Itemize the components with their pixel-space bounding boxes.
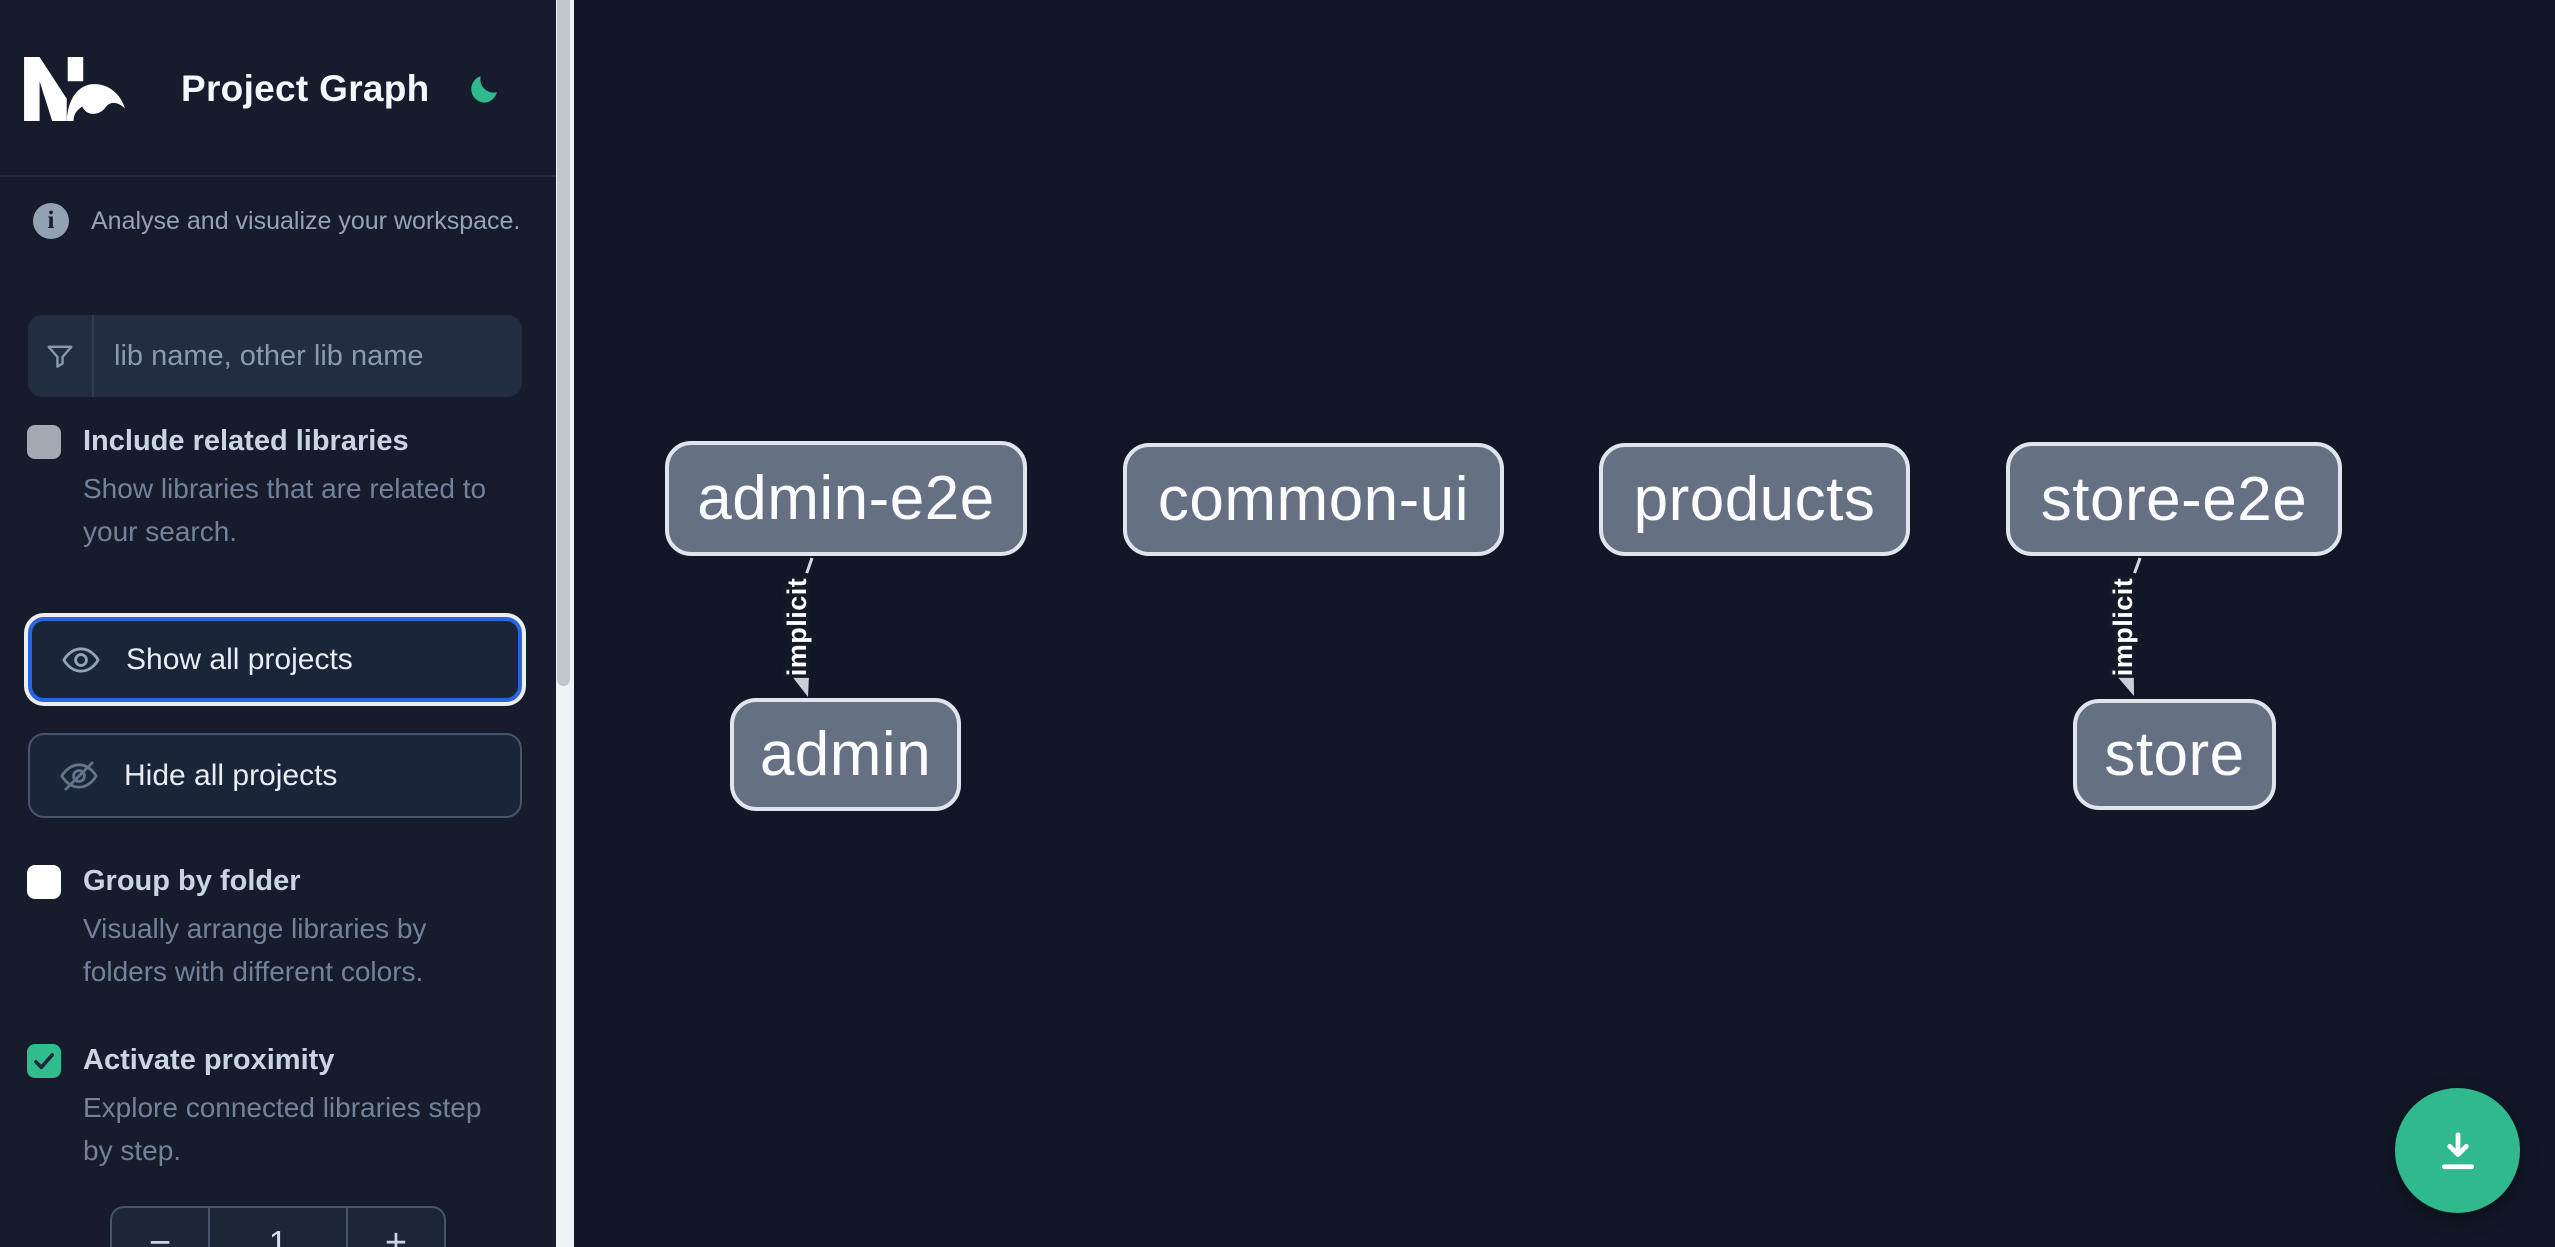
checkbox-group-by-folder[interactable]	[27, 865, 61, 899]
eye-off-icon	[58, 755, 100, 797]
edge-admin-e2e-to-admin[interactable]: implicit	[779, 557, 816, 697]
info-text: Analyse and visualize your workspace.	[91, 206, 521, 235]
moon-icon	[471, 75, 497, 103]
graph-node-admin[interactable]: admin	[730, 698, 961, 811]
proximity-increment-button[interactable]: +	[348, 1208, 444, 1247]
sidebar: Project Graph i Analyse and visualize yo…	[0, 0, 574, 1247]
show-all-projects-label: Show all projects	[126, 642, 353, 676]
search-input[interactable]	[94, 315, 522, 397]
info-icon: i	[33, 203, 69, 239]
proximity-value: 1	[208, 1208, 348, 1247]
hide-all-projects-label: Hide all projects	[124, 758, 338, 792]
toggle-label: Include related libraries	[83, 425, 409, 457]
download-icon	[2441, 1131, 2474, 1169]
toggle-description: Show libraries that are related to your …	[83, 473, 487, 547]
sidebar-header: Project Graph	[0, 0, 556, 177]
toggle-group-by-folder[interactable]: Group by folder Visually arrange librari…	[27, 863, 528, 993]
arrowhead-icon	[788, 665, 810, 697]
toggle-activate-proximity[interactable]: Activate proximity Explore connected lib…	[27, 1042, 528, 1172]
toggle-label: Activate proximity	[83, 1044, 335, 1076]
toggle-description: Explore connected libraries step by step…	[83, 1092, 482, 1166]
graph-node-admin-e2e[interactable]: admin-e2e	[665, 441, 1027, 556]
download-graph-button[interactable]	[2395, 1088, 2520, 1213]
graph-node-store-e2e[interactable]: store-e2e	[2006, 442, 2342, 556]
funnel-icon	[28, 315, 94, 397]
proximity-stepper: − 1 +	[110, 1206, 446, 1247]
info-row: i Analyse and visualize your workspace.	[33, 203, 528, 239]
sidebar-scrollbar-track[interactable]	[556, 0, 574, 1247]
theme-toggle-button[interactable]	[464, 69, 504, 109]
toggle-description: Visually arrange libraries by folders wi…	[83, 913, 427, 987]
arrowhead-icon	[2113, 664, 2134, 696]
check-icon	[34, 1053, 54, 1070]
edge-label: implicit	[782, 578, 812, 677]
edge-label: implicit	[2108, 578, 2138, 677]
edge-store-e2e-to-store[interactable]: implicit	[2105, 557, 2142, 696]
search-box	[28, 315, 522, 397]
toggle-include-related-libraries[interactable]: Include related libraries Show libraries…	[27, 423, 528, 553]
sidebar-content: Project Graph i Analyse and visualize yo…	[0, 0, 556, 1247]
graph-node-common-ui[interactable]: common-ui	[1123, 443, 1504, 556]
eye-icon	[60, 639, 102, 681]
show-all-projects-button[interactable]: Show all projects	[28, 617, 522, 702]
page-title: Project Graph	[181, 67, 430, 109]
graph-node-store[interactable]: store	[2073, 699, 2276, 810]
checkbox-activate-proximity[interactable]	[27, 1044, 61, 1078]
checkbox-include-related-libraries[interactable]	[27, 425, 61, 459]
graph-node-products[interactable]: products	[1599, 443, 1910, 556]
hide-all-projects-button[interactable]: Hide all projects	[28, 733, 522, 818]
graph-canvas[interactable]: implicit implicit admin-e2e common-ui pr…	[574, 0, 2555, 1247]
nx-logo	[24, 56, 125, 121]
toggle-label: Group by folder	[83, 865, 301, 897]
proximity-decrement-button[interactable]: −	[112, 1208, 208, 1247]
graph-edges: implicit implicit	[779, 557, 2142, 697]
sidebar-scrollbar-thumb[interactable]	[557, 0, 570, 686]
